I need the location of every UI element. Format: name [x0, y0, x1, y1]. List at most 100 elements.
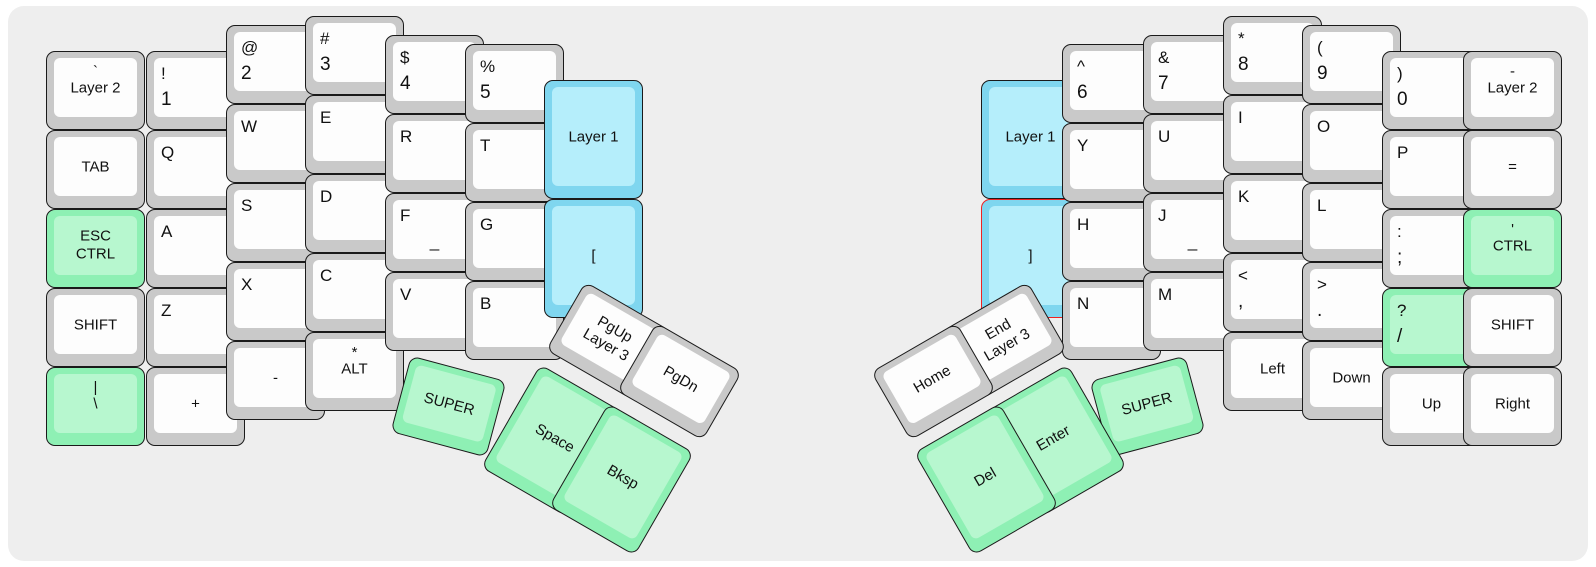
keycap: Y: [1070, 130, 1153, 189]
key-legend-main: N: [1077, 294, 1090, 313]
key-legend-shifted: &: [1158, 48, 1170, 67]
keycap: D: [313, 181, 396, 240]
key-legend-main: Bksp: [603, 460, 642, 493]
key-r-c1-r5[interactable]: Right: [1463, 367, 1562, 446]
key-legend-main: I: [1238, 108, 1243, 127]
key-legend-main: L: [1317, 196, 1327, 215]
keycap: Left: [1231, 339, 1314, 398]
key-legend-shifted: ^: [1077, 57, 1085, 76]
key-legend-main: Del: [970, 463, 999, 490]
key-legend-main: Layer 1: [568, 128, 619, 145]
keycap: [: [552, 206, 635, 305]
key-legend-main: SHIFT: [1490, 316, 1535, 333]
key-l-c7-r1[interactable]: Layer 1: [544, 80, 643, 199]
homing-marker: _: [429, 232, 440, 251]
keycap: Q: [154, 137, 237, 196]
keycap: 'CTRL: [1471, 216, 1554, 275]
key-legend-main: 0: [1397, 89, 1408, 110]
keycap: V: [393, 279, 476, 338]
keycap: |\: [54, 374, 137, 433]
key-legend-main: ;: [1397, 247, 1403, 268]
key-r-c1-r3[interactable]: 'CTRL: [1463, 209, 1562, 288]
key-l-c1-r5[interactable]: |\: [46, 367, 145, 446]
keycap: +: [154, 374, 237, 433]
key-legend-main: CTRL: [1492, 237, 1533, 254]
key-legend-shifted: >: [1317, 275, 1327, 294]
key-legend-main: Layer 2: [1487, 79, 1538, 96]
key-r-c1-r2[interactable]: =: [1463, 130, 1562, 209]
keycap: A: [154, 216, 237, 275]
key-legend-main: E: [320, 108, 332, 127]
key-legend-main: ALT: [341, 360, 368, 377]
key-legend-shifted: @: [241, 38, 259, 57]
key-legend-main: H: [1077, 215, 1090, 234]
key-legend-main: SHIFT: [73, 316, 118, 333]
keycap: (9: [1310, 32, 1393, 91]
key-l-c4-r5[interactable]: *ALT: [305, 332, 404, 411]
keycap: SHIFT: [54, 295, 137, 354]
keycap: #3: [313, 23, 396, 82]
key-legend-main: SUPER: [1119, 388, 1174, 419]
key-legend-shifted: :: [1397, 222, 1402, 241]
keycap: T: [473, 130, 556, 189]
keycap: @2: [234, 32, 317, 91]
key-r-c3-r4[interactable]: >.: [1302, 262, 1401, 341]
keycap: -Layer 2: [1471, 58, 1554, 117]
key-l-c1-r1[interactable]: `Layer 2: [46, 51, 145, 130]
key-legend-shifted: ': [1511, 221, 1514, 238]
keycap: -: [234, 348, 317, 407]
key-l-c7-r2[interactable]: [: [544, 199, 643, 318]
key-legend-main: G: [480, 215, 494, 234]
key-l-t1[interactable]: SUPER: [389, 355, 507, 457]
keycap: =: [1471, 137, 1554, 196]
key-legend-shifted: *: [351, 344, 358, 361]
keycap: PgDn: [629, 332, 732, 425]
key-legend-main: =: [1508, 158, 1517, 175]
keycap: >.: [1310, 269, 1393, 328]
keycap: C: [313, 260, 396, 319]
keycap: Down: [1310, 348, 1393, 407]
key-r-c1-r4[interactable]: SHIFT: [1463, 288, 1562, 367]
keycap: <,: [1231, 260, 1314, 319]
keycap: *ALT: [313, 339, 396, 398]
key-l-c1-r2[interactable]: TAB: [46, 130, 145, 209]
key-legend-main: 4: [400, 73, 411, 94]
key-r-c5-r3[interactable]: J_: [1143, 193, 1242, 272]
key-l-c1-r4[interactable]: SHIFT: [46, 288, 145, 367]
key-legend-main: Layer 1: [1005, 128, 1056, 145]
keycap: P: [1390, 137, 1473, 196]
key-legend-main: Layer 2: [70, 79, 121, 96]
key-legend-main: 7: [1158, 73, 1169, 94]
key-legend-shifted: <: [1238, 266, 1248, 285]
key-l-c5-r2[interactable]: R: [385, 114, 484, 193]
key-legend-shifted: *: [1238, 29, 1245, 48]
keycap: Home: [880, 332, 983, 425]
key-legend-main: 3: [320, 54, 331, 75]
keycap: L: [1310, 190, 1393, 249]
keycap: Z: [154, 295, 237, 354]
key-legend-main: Y: [1077, 136, 1089, 155]
keycap: &7: [1151, 42, 1234, 101]
keycap: F_: [393, 200, 476, 259]
key-r-c4-r1[interactable]: *8: [1223, 16, 1322, 95]
keycap: E: [313, 102, 396, 161]
keycap: )0: [1390, 58, 1473, 117]
key-legend-main: W: [241, 117, 258, 136]
key-legend-main: ]: [1028, 247, 1033, 264]
key-legend-main: D: [320, 187, 333, 206]
key-l-c4-r1[interactable]: #3: [305, 16, 404, 95]
keycap: K: [1231, 181, 1314, 240]
keycap: Up: [1390, 374, 1473, 433]
keycap: :;: [1390, 216, 1473, 275]
key-legend-main: [: [591, 247, 596, 264]
keycap: N: [1070, 288, 1153, 347]
key-r-c1-r1[interactable]: -Layer 2: [1463, 51, 1562, 130]
key-legend-main: Q: [161, 143, 175, 162]
keycap: SUPER: [401, 363, 497, 443]
key-legend-shifted: %: [480, 57, 496, 76]
